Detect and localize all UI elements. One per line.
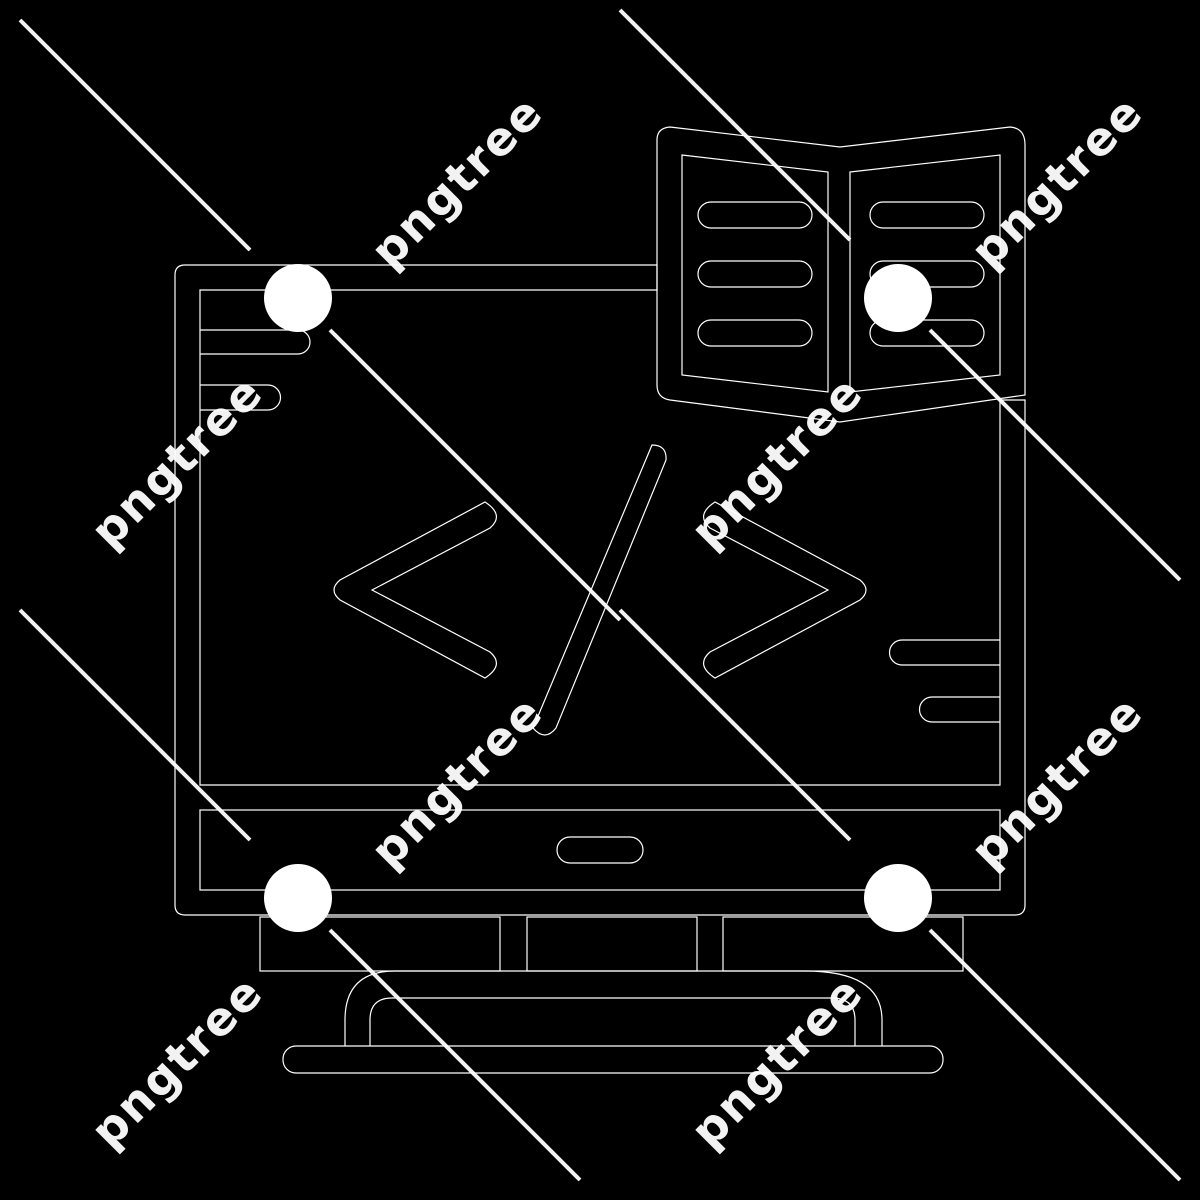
monitor-frame — [174, 264, 1026, 916]
watermark-logos — [264, 264, 932, 932]
monitor-button — [556, 836, 644, 864]
text-lines-right — [888, 639, 1000, 723]
code-symbol-icon — [333, 444, 867, 736]
monitor-stand — [259, 916, 964, 1074]
watermark-lines — [18, 8, 1182, 1182]
open-book-icon — [656, 126, 1026, 423]
